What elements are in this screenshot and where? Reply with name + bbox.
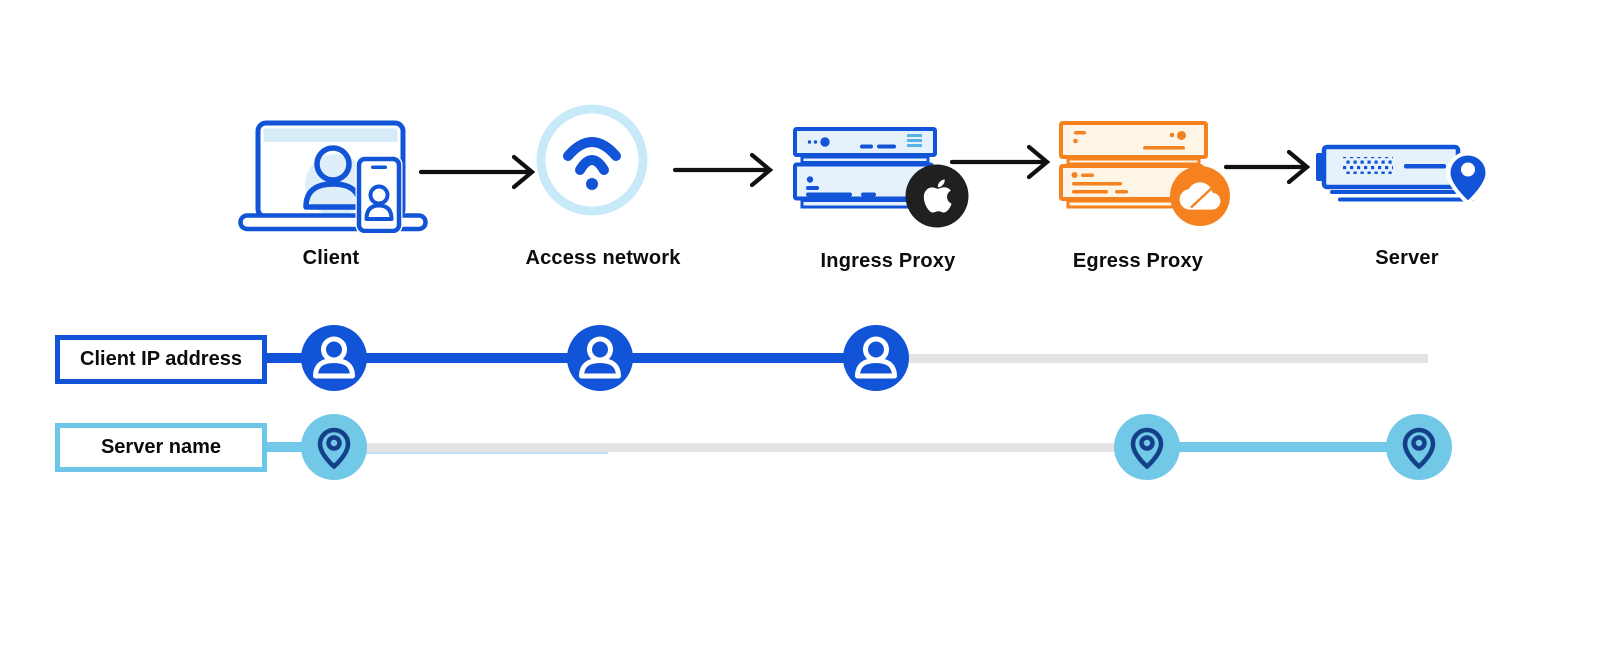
stage-label-access-network: Access network <box>525 247 681 269</box>
cloudflare-logo-icon <box>1170 166 1230 226</box>
location-pin-icon <box>1402 427 1436 469</box>
location-marker <box>1386 414 1452 480</box>
track-segment-inactive <box>876 354 1428 363</box>
arrow-icon <box>419 154 535 190</box>
location-marker <box>301 414 367 480</box>
track-segment-active <box>264 442 334 452</box>
location-pin-icon <box>317 427 351 469</box>
track-segment-inactive <box>334 443 1147 452</box>
location-pin-icon <box>1130 427 1164 469</box>
arrow-icon <box>1224 149 1310 185</box>
location-marker <box>1114 414 1180 480</box>
track-segment-faded <box>352 450 608 454</box>
user-marker <box>843 325 909 391</box>
track-label-server-name: Server name <box>55 423 267 472</box>
user-icon <box>579 336 621 379</box>
track-label-client-ip-address: Client IP address <box>55 335 267 384</box>
stage-label-client: Client <box>302 247 360 269</box>
stage-label-egress-proxy: Egress Proxy <box>1072 250 1204 272</box>
server-location-icon <box>1316 144 1490 205</box>
user-icon <box>855 336 897 379</box>
server-stack-blue-icon <box>793 127 969 228</box>
wifi-icon <box>536 104 648 216</box>
client-devices-icon <box>238 120 428 233</box>
user-marker <box>301 325 367 391</box>
stage-label-server: Server <box>1375 247 1439 269</box>
location-pin-solid-icon <box>1446 151 1490 205</box>
track-segment-active <box>1147 442 1417 452</box>
arrow-icon <box>950 144 1050 180</box>
stage-label-ingress-proxy: Ingress Proxy <box>820 250 956 272</box>
arrow-icon <box>673 152 773 188</box>
apple-logo-icon <box>905 164 969 228</box>
user-marker <box>567 325 633 391</box>
server-stack-orange-icon <box>1059 121 1230 226</box>
user-icon <box>313 336 355 379</box>
